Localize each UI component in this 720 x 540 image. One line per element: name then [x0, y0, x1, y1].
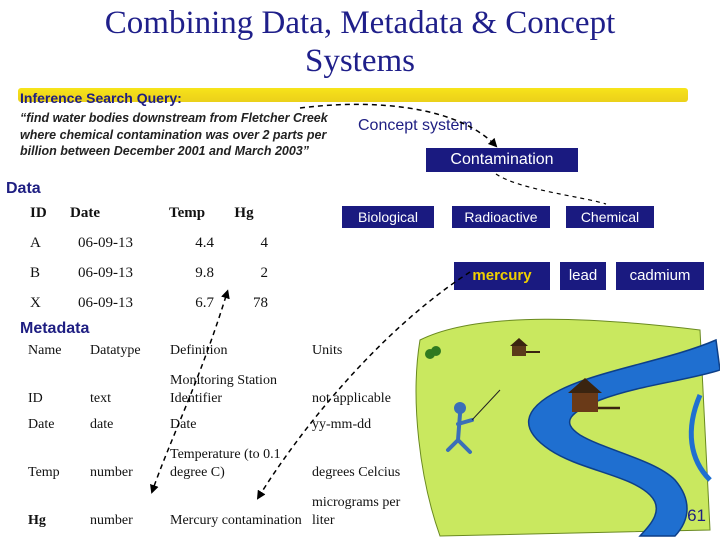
data-cell: B [30, 264, 41, 281]
query-label: Inference Search Query: [20, 90, 182, 106]
metadata-header-units: Units [312, 343, 343, 358]
metadata-row: Hg number Mercury contamination microgra… [28, 482, 408, 530]
data-cell: 4 [260, 234, 269, 251]
chemical-box: Chemical [566, 206, 654, 228]
metadata-cell: text [90, 391, 111, 406]
arrow-mercury-to-hg [256, 271, 471, 500]
data-cell: 4.4 [195, 234, 214, 251]
metadata-table: Name Datatype Definition Units ID text M… [28, 340, 408, 530]
metadata-header-datatype: Datatype [90, 343, 141, 358]
metadata-cell: Temp [28, 465, 60, 480]
title-line-2: Systems [304, 43, 416, 79]
data-header-row: ID Date Temp Hg [24, 198, 268, 228]
data-row: A 06-09-13 4.4 4 [24, 228, 268, 258]
metadata-header-name: Name [28, 343, 62, 358]
data-row: B 06-09-13 9.8 2 [24, 258, 268, 288]
metadata-cell: yy-mm-dd [312, 417, 372, 432]
person-fishing-icon [446, 389, 501, 454]
data-cell: 2 [260, 264, 269, 281]
metadata-cell: date [90, 417, 114, 432]
concept-system-label: Concept system [358, 117, 473, 134]
data-cell: 78 [253, 294, 268, 311]
creek [688, 394, 712, 482]
data-table: ID Date Temp Hg A 06-09-13 4.4 4 B 06-09… [24, 198, 268, 318]
house-icon-small [510, 338, 540, 356]
data-cell: 06-09-13 [78, 294, 133, 311]
data-header-date: Date [70, 204, 100, 221]
mercury-box: mercury [454, 262, 550, 290]
cadmium-box: cadmium [616, 262, 704, 290]
bush-icon [425, 346, 441, 359]
page-number: 61 [687, 506, 706, 525]
metadata-label: Metadata [20, 320, 90, 337]
arrow-contamination-to-chemical [495, 173, 607, 205]
arrow-hg-to-metadata [150, 289, 230, 494]
data-header-id: ID [30, 204, 47, 221]
metadata-cell: Hg [28, 513, 46, 528]
metadata-cell: degrees Celcius [312, 465, 401, 480]
data-cell: X [30, 294, 41, 311]
highlighter-stroke [18, 88, 688, 102]
query-text: “find water bodies downstream from Fletc… [20, 111, 328, 158]
data-cell: 9.8 [195, 264, 214, 281]
data-header-temp: Temp [168, 204, 206, 221]
lead-box: lead [560, 262, 606, 290]
data-cell: A [30, 234, 41, 251]
metadata-cell: micrograms per liter [312, 495, 401, 528]
arrow-query-to-contamination [299, 103, 498, 148]
house-icon-large [568, 378, 620, 412]
metadata-cell: Date [28, 417, 55, 432]
metadata-cell: ID [28, 391, 43, 406]
data-cell: 06-09-13 [78, 264, 133, 281]
slide-title: Combining Data, Metadata & Concept Syste… [0, 4, 720, 80]
data-label: Data [6, 180, 41, 197]
title-line-1: Combining Data, Metadata & Concept [104, 5, 616, 41]
metadata-cell: number [90, 465, 133, 480]
data-cell: 06-09-13 [78, 234, 133, 251]
metadata-cell: number [90, 513, 133, 528]
contamination-box: Contamination [426, 148, 578, 172]
metadata-cell: Mercury contamination [170, 513, 302, 528]
landscape-illustration [415, 318, 720, 537]
data-header-hg: Hg [234, 204, 254, 221]
biological-box: Biological [342, 206, 434, 228]
metadata-cell: not applicable [312, 391, 391, 406]
radioactive-box: Radioactive [452, 206, 550, 228]
